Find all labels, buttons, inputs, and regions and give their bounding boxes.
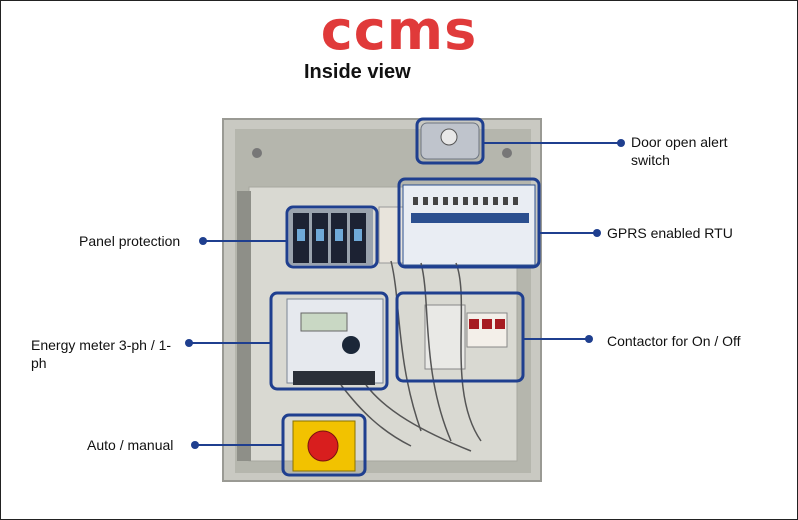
callout-line: Energy meter 3-ph / 1- [31,337,172,353]
mcb-switch-1 [297,229,305,241]
box-contactor [395,291,525,383]
callout-contactor-on-off: Contactor for On / Off [607,332,741,350]
callout-gprs-enabled-rtu: GPRS enabled RTU [607,224,733,242]
screw-top-left [252,148,262,158]
door-switch-knob [440,128,458,146]
rtu-terminal [463,197,468,205]
page-title: ccms [320,0,478,62]
energy-meter-base [293,371,375,385]
wire [365,384,472,452]
wire [340,384,412,447]
screw-top-right [502,148,512,158]
callout-energy-meter: Energy meter 3-ph / 1- ph [31,336,171,372]
callout-door-open-alert-switch: Door open alert switch [631,133,728,169]
callout-line: Door open alert [631,134,728,150]
energy-meter-display [300,312,348,332]
dot-auto-manual [191,441,199,449]
mcb-switch-2 [316,229,324,241]
box-panel-protection [285,205,379,269]
dot-energy-meter [185,339,193,347]
wire [455,262,482,442]
wiring [340,260,482,452]
energy-meter-dial [342,336,360,354]
rtu-terminal [483,197,488,205]
dot-rtu [593,229,601,237]
rtu-terminals [413,197,518,205]
energy-meter-body [286,298,384,384]
callout-line: switch [631,152,670,168]
wire [390,260,422,432]
callout-auto-manual: Auto / manual [87,436,173,454]
callout-line: ph [31,355,47,371]
mcb-group [293,213,366,263]
rtu-terminal [493,197,498,205]
rtu-label-strip [411,213,529,223]
mcb-switch-3 [335,229,343,241]
callout-line: Contactor for On / Off [607,333,741,349]
dot-panel-protection [199,237,207,245]
contactor-red-terminal [469,319,479,329]
contactor-red-terminal [495,319,505,329]
rtu-terminal [433,197,438,205]
page-subtitle: Inside view [304,61,411,83]
rtu-terminal [423,197,428,205]
contactor-terminals [466,312,508,348]
auto-manual-button [307,430,339,462]
rtu-terminal [473,197,478,205]
callout-line: Panel protection [79,233,181,249]
rtu-terminal [453,197,458,205]
callout-line: GPRS enabled RTU [607,225,733,241]
left-rail [237,191,251,461]
wire [420,262,452,442]
rtu-terminal [513,197,518,205]
dot-contactor [585,335,593,343]
callout-panel-protection: Panel protection [79,232,180,250]
callout-line: Auto / manual [87,437,174,453]
rtu-terminal [443,197,448,205]
dot-door-switch [617,139,625,147]
rtu-terminal [503,197,508,205]
box-energy-meter [269,291,389,391]
leader-lines [189,142,621,446]
rtu-terminal [413,197,418,205]
box-rtu [397,177,541,269]
box-door-switch [415,117,485,165]
contactor-red-terminal [482,319,492,329]
mcb-switch-4 [354,229,362,241]
leader-dots [185,139,625,449]
contactor-body [424,304,466,370]
